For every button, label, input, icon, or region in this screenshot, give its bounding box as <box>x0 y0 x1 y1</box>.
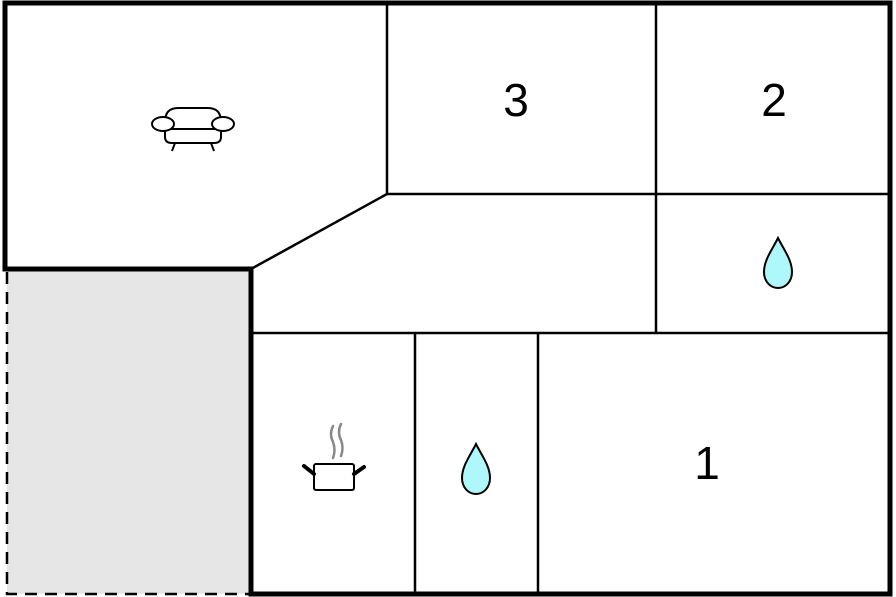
water-drop-icon <box>762 236 794 290</box>
room-label-3: 3 <box>503 74 529 126</box>
water-drop-icon <box>460 442 492 496</box>
sofa-icon <box>151 107 235 152</box>
interior-walls <box>250 3 890 594</box>
room-label-1: 1 <box>694 437 720 489</box>
room-label-2: 2 <box>761 74 787 126</box>
outdoor-area <box>7 269 250 594</box>
outdoor-area-dashed-border <box>5 272 250 596</box>
cooking-pot-icon <box>302 422 366 491</box>
